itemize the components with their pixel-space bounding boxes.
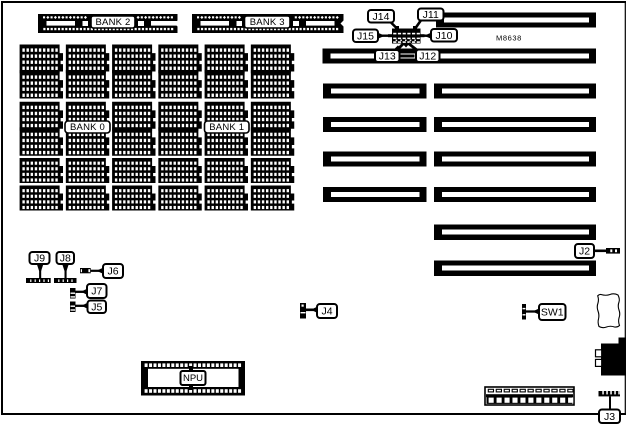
svg-text:J6: J6 [107,266,118,278]
svg-text:NPU: NPU [183,373,203,384]
svg-text:J7: J7 [91,286,102,298]
svg-text:M8638: M8638 [496,34,522,43]
svg-text:J5: J5 [91,301,102,313]
svg-text:J15: J15 [357,30,374,42]
svg-text:J9: J9 [34,253,45,265]
svg-text:BANK 1: BANK 1 [209,122,244,133]
svg-text:J2: J2 [579,246,590,258]
svg-text:J12: J12 [419,50,436,62]
svg-text:J10: J10 [436,30,453,42]
svg-text:J4: J4 [321,306,332,318]
svg-text:BANK 0: BANK 0 [70,122,105,133]
svg-text:J14: J14 [373,11,390,23]
svg-text:SW1: SW1 [541,307,564,319]
svg-text:J13: J13 [379,51,396,63]
svg-text:BANK 2: BANK 2 [96,17,131,28]
svg-text:J3: J3 [604,411,615,423]
svg-text:J11: J11 [423,9,439,21]
svg-text:BANK 3: BANK 3 [250,17,285,28]
svg-text:J8: J8 [60,253,71,265]
